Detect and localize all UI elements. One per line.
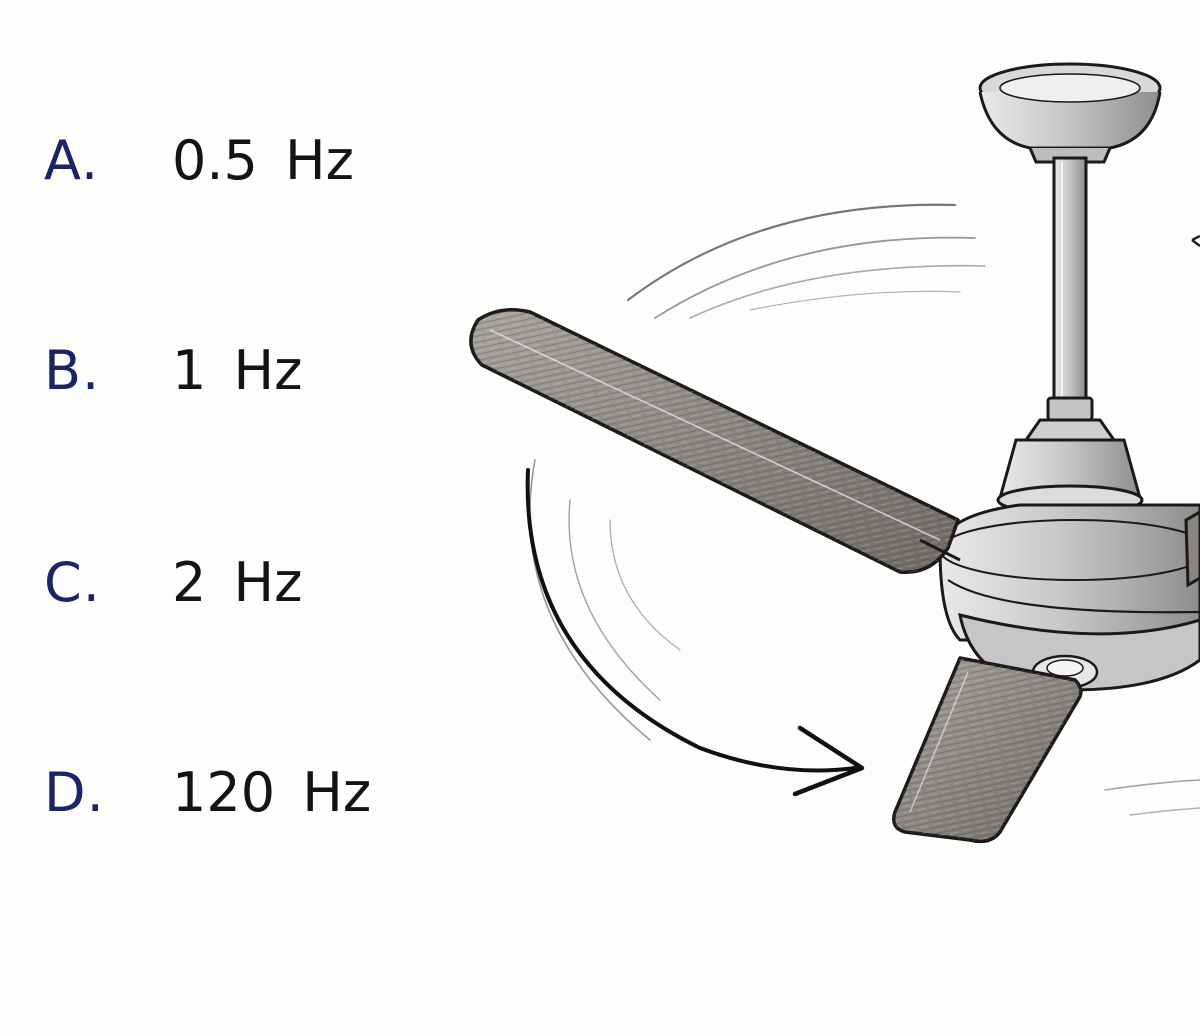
option-b-letter: B. (44, 338, 101, 402)
option-c[interactable]: C. 2 Hz (44, 542, 302, 622)
option-a-letter: A. (44, 128, 100, 192)
fan-blade-right (1184, 510, 1200, 588)
motion-lines-left (529, 459, 681, 741)
option-c-value: 2 Hz (172, 550, 303, 614)
motor-housing (938, 418, 1200, 692)
option-d[interactable]: D. 120 Hz (44, 752, 371, 832)
motion-lines-top (626, 203, 986, 319)
option-c-letter: C. (44, 550, 101, 614)
option-d-value: 120 Hz (172, 760, 372, 824)
option-d-letter: D. (44, 760, 105, 824)
option-a[interactable]: A. 0.5 Hz (44, 120, 354, 200)
motion-lines-right (1104, 779, 1200, 816)
option-a-value: 0.5 Hz (172, 128, 354, 192)
fan-blade-left (469, 308, 961, 575)
fan-blade-bottom (892, 656, 1083, 844)
rotation-arrow-icon (525, 468, 865, 797)
option-b[interactable]: B. 1 Hz (44, 330, 302, 410)
ceiling-canopy (978, 62, 1162, 164)
option-b-value: 1 Hz (172, 338, 303, 402)
downrod (1046, 156, 1094, 422)
arrow-fragment-icon (1191, 234, 1200, 247)
